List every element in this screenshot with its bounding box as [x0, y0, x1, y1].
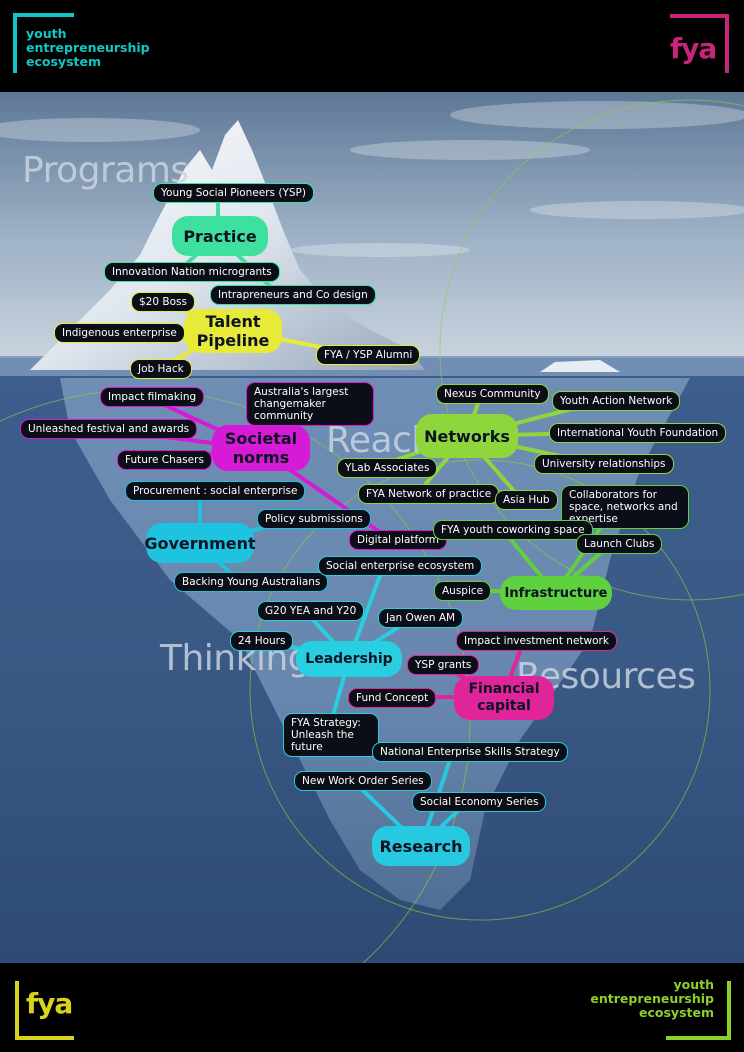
leaf-societal-filmaking: Impact filmaking: [100, 387, 205, 407]
footer-bar: fya youth entrepreneurship ecosystem: [0, 963, 744, 1052]
leaf-government-policy: Policy submissions: [257, 509, 371, 529]
hub-practice-label: Practice: [183, 226, 257, 246]
hub-financial-label: Financial capital: [468, 681, 539, 715]
header-brand-line-1: youth: [26, 26, 67, 41]
leaf-government-procurement: Procurement : social enterprise: [125, 481, 306, 501]
hub-societal-line-1: Societal: [224, 429, 298, 448]
hub-research-label: Research: [379, 836, 463, 856]
leaf-infrastructure-coworking: FYA youth coworking space: [433, 520, 593, 540]
leaf-practice-innovation-nation: Innovation Nation microgrants: [104, 262, 280, 282]
footer-bracket-icon: [666, 981, 731, 1040]
footer-brand-line-1: youth: [673, 977, 714, 992]
leaf-networks-university: University relationships: [534, 454, 674, 474]
leaf-government-backing: Backing Young Australians: [174, 572, 329, 592]
leaf-research-skills-strategy: National Enterprise Skills Strategy: [372, 742, 568, 762]
hub-infrastructure-label: Infrastructure: [504, 585, 608, 601]
leaf-talent-20-boss: $20 Boss: [131, 292, 195, 312]
hub-talent-line-2: Pipeline: [196, 331, 270, 350]
leaf-talent-alumni: FYA / YSP Alumni: [316, 345, 421, 365]
footer-fya-logo: fya: [26, 987, 73, 1020]
hub-financial-line-1: Financial: [468, 681, 540, 697]
leaf-financial-impact-investment: Impact investment network: [456, 631, 617, 651]
leaf-societal-unleashed: Unleashed festival and awards: [20, 419, 198, 439]
leaf-networks-nexus: Nexus Community: [436, 384, 549, 404]
leaf-networks-youth-action: Youth Action Network: [552, 391, 681, 411]
leaf-leadership-jan-owen: Jan Owen AM: [378, 608, 464, 628]
hub-talent-line-1: Talent: [205, 312, 261, 331]
ice-floe: [540, 360, 620, 372]
hub-leadership-label: Leadership: [305, 650, 393, 667]
hub-research: Research: [372, 826, 470, 866]
leaf-financial-fund-concept: Fund Concept: [348, 688, 437, 708]
leaf-infrastructure-auspice: Auspice: [434, 581, 492, 601]
leaf-leadership-24-hours: 24 Hours: [230, 631, 294, 651]
footer-brand-line-2: entrepreneurship: [590, 991, 714, 1006]
leaf-infrastructure-launch-clubs: Launch Clubs: [576, 534, 663, 554]
header-bar: youth entrepreneurship ecosystem fya: [0, 0, 744, 92]
hub-talent-pipeline: Talent Pipeline: [184, 309, 282, 353]
header-brand-line-3: ecosystem: [26, 54, 101, 69]
hub-networks-label: Networks: [424, 426, 510, 446]
leaf-leadership-fya-strategy: FYA Strategy: Unleash the future: [283, 713, 379, 757]
hub-societal-line-2: norms: [232, 448, 290, 467]
hub-government-label: Government: [144, 533, 256, 553]
leaf-societal-changemaker: Australia's largest changemaker communit…: [246, 382, 374, 426]
hub-leadership: Leadership: [296, 641, 402, 677]
leaf-leadership-se-ecosystem: Social enterprise ecosystem: [318, 556, 483, 576]
leaf-leadership-g20: G20 YEA and Y20: [257, 601, 365, 621]
leaf-networks-network-practice: FYA Network of practice: [358, 484, 500, 504]
hub-government: Government: [144, 523, 256, 563]
leaf-research-social-economy: Social Economy Series: [412, 792, 547, 812]
hub-societal-label: Societal norms: [225, 429, 297, 467]
footer-brand-line-3: ecosystem: [639, 1005, 714, 1020]
leaf-practice-ysp: Young Social Pioneers (YSP): [153, 183, 314, 203]
hub-talent-label: Talent Pipeline: [197, 312, 270, 350]
footer-brand-text: youth entrepreneurship ecosystem: [590, 978, 714, 1020]
header-fya-logo: fya: [670, 32, 717, 65]
hub-practice: Practice: [172, 216, 268, 256]
leaf-networks-iyf: International Youth Foundation: [549, 423, 727, 443]
hub-infrastructure: Infrastructure: [500, 576, 612, 610]
leaf-research-new-work-order: New Work Order Series: [294, 771, 432, 791]
clouds: [0, 101, 744, 257]
header-brand-line-2: entrepreneurship: [26, 40, 150, 55]
leaf-talent-indigenous: Indigenous enterprise: [54, 323, 185, 343]
leaf-societal-digital-platform: Digital platform: [349, 530, 448, 550]
leaf-networks-ylab: YLab Associates: [337, 458, 438, 478]
leaf-societal-future-chasers: Future Chasers: [117, 450, 212, 470]
leaf-financial-ysp-grants: YSP grants: [407, 655, 480, 675]
hub-financial-line-2: capital: [477, 698, 531, 714]
leaf-talent-job-hack: Job Hack: [130, 359, 192, 379]
hub-networks: Networks: [416, 414, 518, 458]
hub-financial-capital: Financial capital: [454, 676, 554, 720]
header-brand-text: youth entrepreneurship ecosystem: [26, 27, 150, 69]
hub-societal-norms: Societal norms: [212, 425, 310, 471]
header-bracket-icon: [13, 13, 74, 73]
footer-logo-bracket-icon: [15, 981, 74, 1040]
leaf-networks-asia-hub: Asia Hub: [495, 490, 558, 510]
header-logo-bracket-icon: [670, 14, 729, 73]
leaf-practice-intrapreneurs: Intrapreneurs and Co design: [210, 285, 376, 305]
